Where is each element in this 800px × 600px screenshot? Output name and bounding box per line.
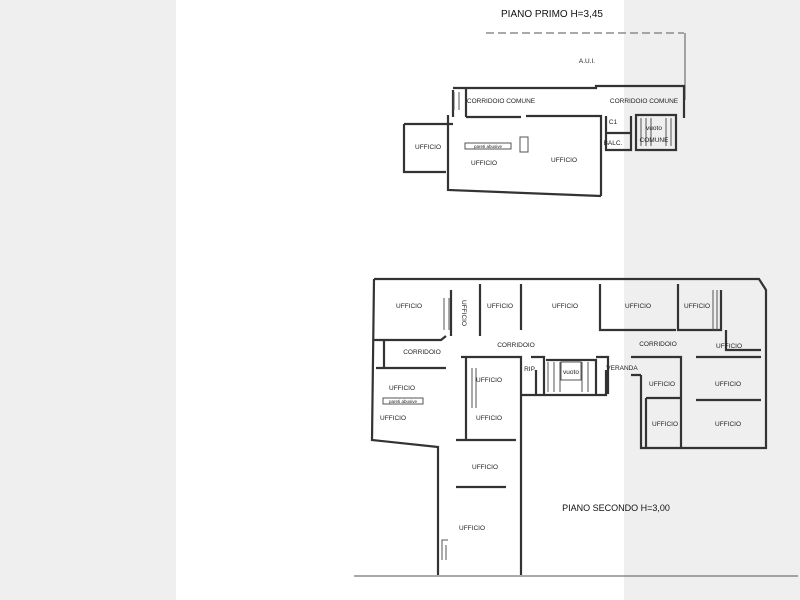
label-corridor: CORRIDOIO — [639, 341, 677, 348]
label-office: UFFICIO — [715, 421, 741, 428]
first-floor-plan: PIANO PRIMO H=3,45 A.U.I. CORRIDOIO COMU… — [402, 9, 686, 198]
label-office: UFFICIO — [551, 157, 577, 164]
label-corridor: CORRIDOIO — [497, 342, 535, 349]
label-office: UFFICIO — [472, 464, 498, 471]
label-corridor: CORRIDOIO — [403, 349, 441, 356]
second-floor-title: PIANO SECONDO H=3,00 — [562, 503, 670, 513]
label-office: UFFICIO — [652, 421, 678, 428]
label-c1: C1 — [609, 119, 618, 126]
second-floor-plan: UFFICIO UFFICIO UFFICIO UFFICIO UFFICIO … — [354, 277, 798, 577]
label-office: UFFICIO — [459, 525, 485, 532]
floor-plan-drawing: PIANO PRIMO H=3,45 A.U.I. CORRIDOIO COMU… — [354, 9, 798, 577]
label-office: UFFICIO — [471, 160, 497, 167]
label-office: UFFICIO — [487, 303, 513, 310]
label-office: UFFICIO — [476, 415, 502, 422]
label-veranda: VERANDA — [606, 365, 638, 372]
label-office: UFFICIO — [715, 381, 741, 388]
floor-plan-page: PIANO PRIMO H=3,45 A.U.I. CORRIDOIO COMU… — [176, 0, 798, 600]
label-office: UFFICIO — [389, 385, 415, 392]
label-aui: A.U.I. — [579, 58, 595, 65]
label-corridor: CORRIDOIO COMUNE — [610, 98, 679, 105]
label-office: UFFICIO — [625, 303, 651, 310]
label-office: UFFICIO — [716, 343, 742, 350]
label-balcony: BALC. — [604, 140, 623, 147]
label-abusive-walls: pareti abusive — [389, 399, 418, 404]
label-office: UFFICIO — [396, 303, 422, 310]
label-common: COMUNE — [640, 137, 670, 144]
label-corridor: CORRIDOIO COMUNE — [467, 98, 536, 105]
label-void: vuoto — [646, 125, 662, 132]
label-office: UFFICIO — [460, 300, 467, 326]
label-office: UFFICIO — [380, 415, 406, 422]
label-office: UFFICIO — [476, 377, 502, 384]
label-office: UFFICIO — [415, 144, 441, 151]
label-abusive-walls: pareti abusive — [474, 144, 503, 149]
label-office: UFFICIO — [552, 303, 578, 310]
first-floor-title: PIANO PRIMO H=3,45 — [501, 9, 603, 20]
label-void: vuoto — [563, 369, 579, 376]
label-office: UFFICIO — [684, 303, 710, 310]
label-landing: RIP. — [524, 366, 536, 373]
label-office: UFFICIO — [649, 381, 675, 388]
